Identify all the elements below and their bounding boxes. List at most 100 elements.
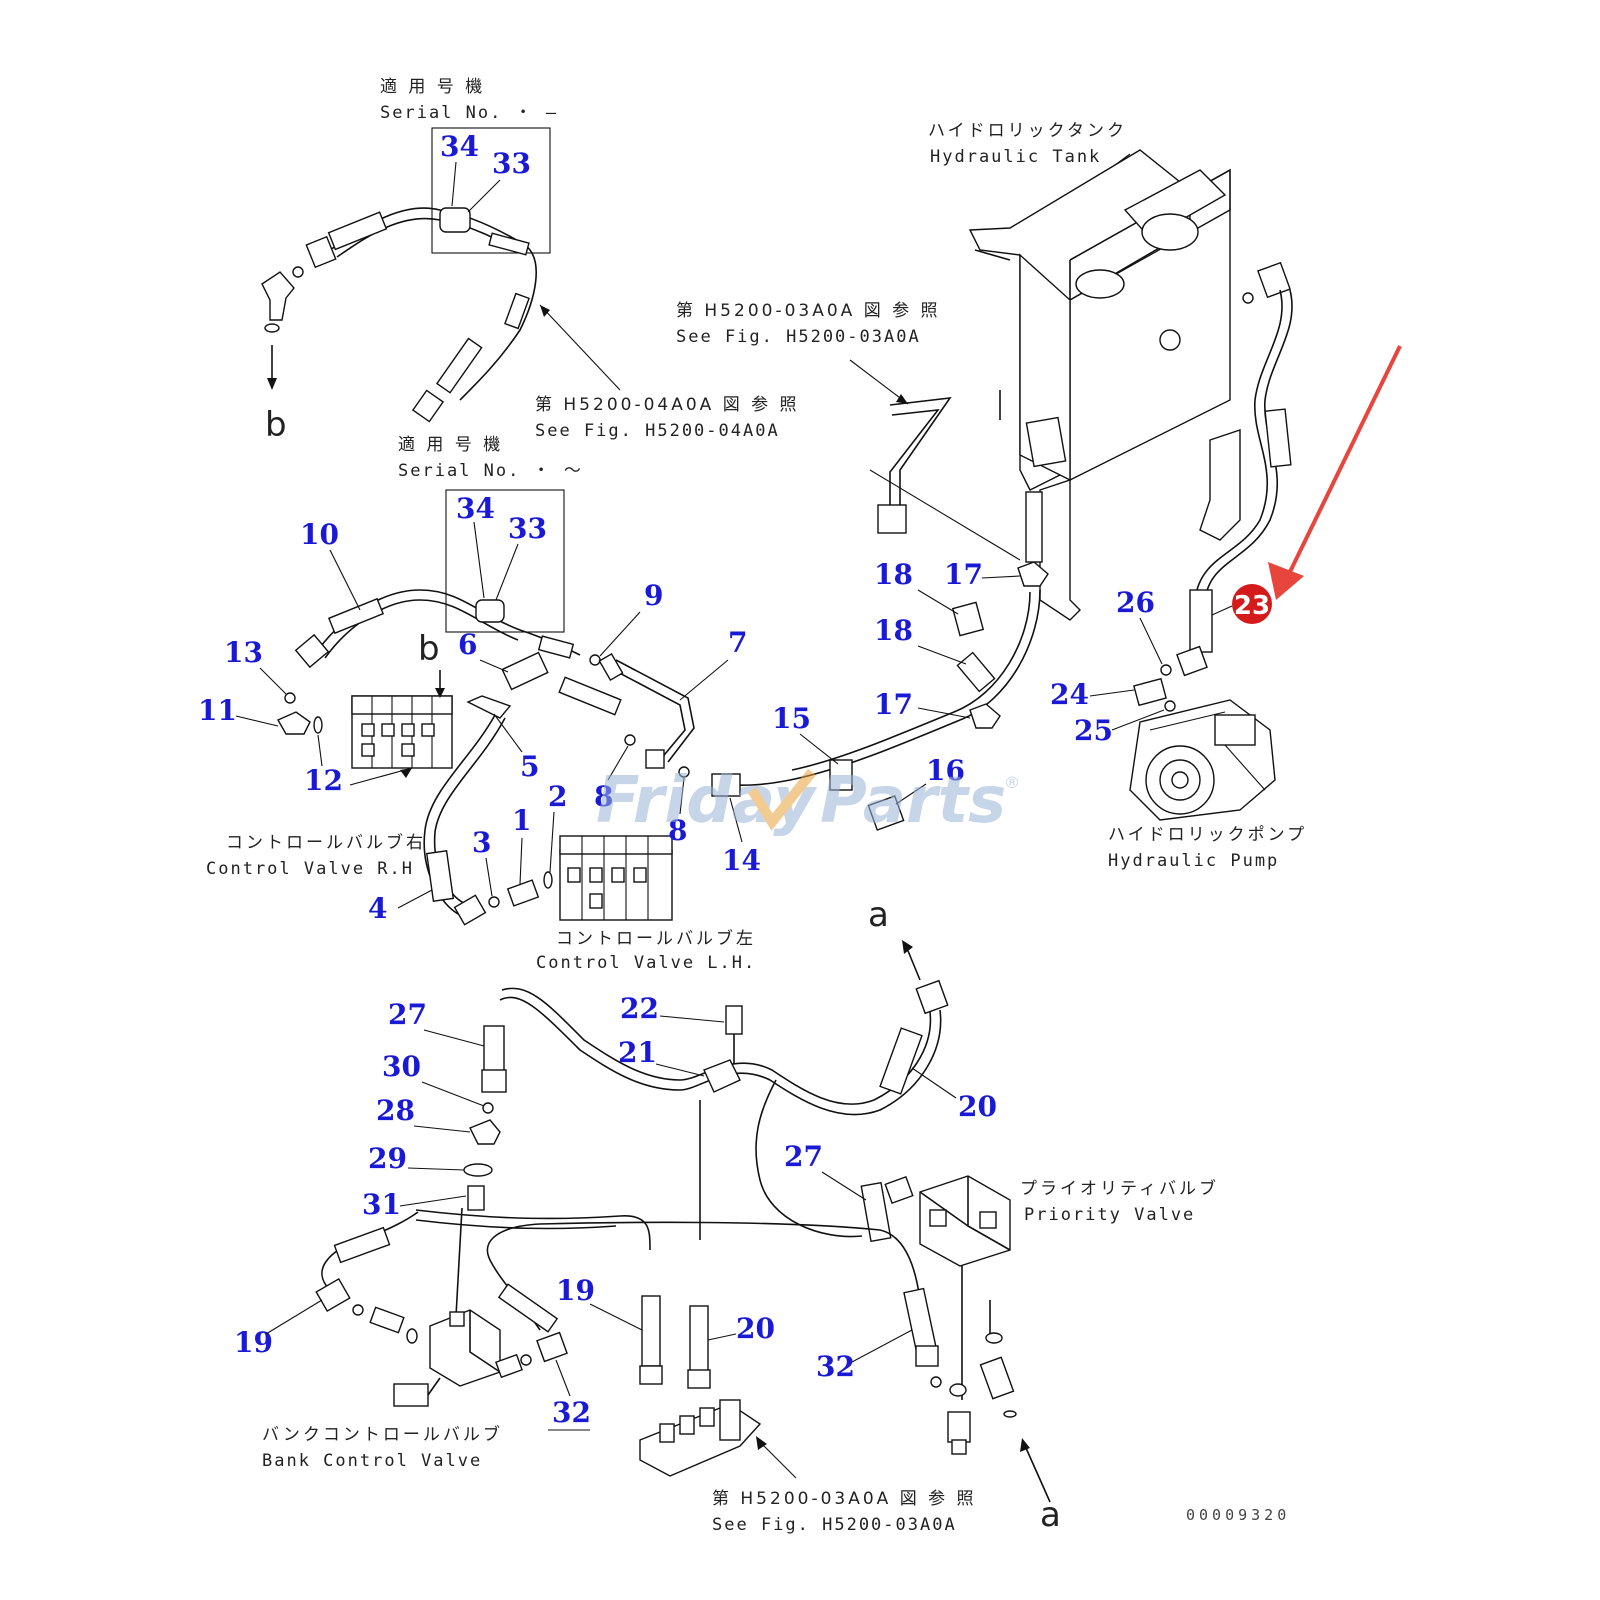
bank-control-valve-group (315, 1207, 942, 1407)
oring-25 (1164, 700, 1176, 712)
mid-hose-assembly (277, 589, 601, 735)
manifold-riser (719, 1399, 741, 1441)
callout-27b: 27 (784, 1140, 823, 1173)
hose-fitting-10 (327, 597, 385, 635)
callout-30: 30 (382, 1050, 421, 1083)
callout-19b: 19 (556, 1274, 595, 1307)
callout-27a: 27 (388, 998, 427, 1031)
oring-32a (520, 1354, 532, 1366)
ctrl-valve-lh-jp: コントロールバルブ左 (556, 928, 756, 949)
fitting-19a (369, 1306, 405, 1334)
callout-13: 13 (224, 636, 263, 669)
letter-b-mid: b (418, 629, 440, 669)
hydraulic-pump (1129, 699, 1276, 821)
see-fig-03-top-en: See Fig. H5200-03A0A (676, 327, 921, 347)
serial-box-mid (445, 489, 565, 633)
callout-14: 14 (722, 844, 761, 877)
fitting-top-b (488, 232, 530, 256)
bolt-20b (689, 1305, 709, 1373)
tank-outlet (1025, 416, 1067, 468)
priority-valve-jp: プライオリティバルブ (1020, 1178, 1219, 1199)
oring-29 (463, 1163, 493, 1177)
hyd-tank-jp: ハイドロリックタンク (928, 121, 1127, 141)
callout-4: 4 (368, 892, 387, 925)
hose-line-32 (486, 1221, 921, 1331)
serial-mid-jp: 適 用 号 機 (398, 435, 503, 455)
serial-top-jp: 適 用 号 機 (380, 77, 485, 97)
callout-5: 5 (520, 750, 539, 783)
doc-number: 00009320 (1186, 1506, 1290, 1524)
callout-33-mid: 33 (508, 512, 547, 545)
letter-a-bottom: a (1040, 1495, 1061, 1535)
callout-9: 9 (644, 579, 663, 612)
callout-3: 3 (472, 826, 491, 859)
oring-30 (482, 1102, 494, 1114)
bolt-20b-head (687, 1369, 711, 1389)
hose-19a-nut (315, 1278, 351, 1312)
watermark-logo: Friday Parts ® (596, 764, 1020, 838)
bottom-hose-assembly (463, 979, 949, 1243)
hose-15-fitting (829, 759, 853, 791)
ctrl-valve-rh-jp: コントロールバルブ右 (226, 832, 426, 853)
callout-34-top: 34 (440, 130, 479, 163)
hose-nut-4 (453, 894, 487, 926)
callout-29: 29 (368, 1142, 407, 1175)
tank-filler-cap (1141, 213, 1199, 251)
oring-top-a (292, 266, 304, 278)
callout-10: 10 (300, 518, 339, 551)
oring-8b (678, 766, 690, 778)
callout-15: 15 (772, 702, 811, 735)
callout-6: 6 (458, 628, 477, 661)
fitting-16 (867, 795, 905, 831)
hose-27a-nut (481, 1069, 507, 1093)
callout-20a: 20 (958, 1090, 997, 1123)
callout-16: 16 (926, 754, 965, 787)
fitting-mid-b (537, 635, 575, 659)
hose-sleeve-19a (333, 1226, 391, 1264)
callout-34-mid: 34 (456, 492, 495, 525)
hose-line-15 (719, 589, 1041, 786)
watermark-text-a: Friday (596, 764, 817, 838)
callout-22: 22 (620, 992, 659, 1025)
fitting-31 (467, 1185, 485, 1211)
oring-3 (488, 896, 500, 908)
pipe-see-fig-03 (889, 396, 952, 510)
oring-8a (624, 734, 636, 746)
hose-line-19a (415, 1209, 651, 1251)
hose-32b-nut (915, 1345, 939, 1367)
pipe-7-end (598, 653, 624, 681)
callout-20b: 20 (736, 1312, 775, 1345)
hose-23-lower-sleeve (1189, 589, 1213, 653)
pump-regulator (1214, 714, 1256, 746)
callout-8b: 8 (668, 814, 687, 847)
hose-nut-top-c (411, 389, 445, 423)
oring-pv-c (949, 1383, 967, 1397)
pipe-see-fig-03-end (877, 504, 907, 534)
callout-32a: 32 (816, 1350, 855, 1383)
highlight-arrow (1268, 345, 1402, 600)
see-fig-03-top-jp: 第 H5200-03A0A 図 参 照 (676, 301, 941, 321)
see-fig-03-bottom-en: See Fig. H5200-03A0A (712, 1515, 957, 1535)
see-fig-04-en: See Fig. H5200-04A0A (535, 421, 780, 441)
clamp-top (439, 207, 471, 233)
hose-sleeve-4 (425, 850, 455, 902)
callout-24: 24 (1050, 678, 1089, 711)
callout-26: 26 (1116, 586, 1155, 619)
letter-a-top: a (868, 895, 889, 935)
bank-valve-en: Bank Control Valve (262, 1451, 482, 1471)
bolt-22 (725, 1005, 743, 1035)
clamp-17b (969, 703, 1001, 729)
hyd-tank-en: Hydraulic Tank (930, 147, 1101, 167)
hose-fitting-top-c (435, 337, 483, 394)
oring-tank-return (1242, 292, 1254, 304)
hose-23-upper-sleeve (1264, 408, 1292, 468)
see-fig-04-jp: 第 H5200-04A0A 図 参 照 (535, 395, 800, 415)
priority-valve-fittings (947, 1332, 1051, 1503)
clamp-17a (1017, 561, 1049, 587)
bank-valve-connector (393, 1383, 429, 1407)
bank-valve-jp: バンクコントロールバルブ (262, 1424, 503, 1445)
see-fig-03-bottom-jp: 第 H5200-03A0A 図 参 照 (712, 1489, 977, 1509)
fitting-pv-b (947, 1411, 971, 1443)
hose-14-nut (711, 773, 741, 797)
